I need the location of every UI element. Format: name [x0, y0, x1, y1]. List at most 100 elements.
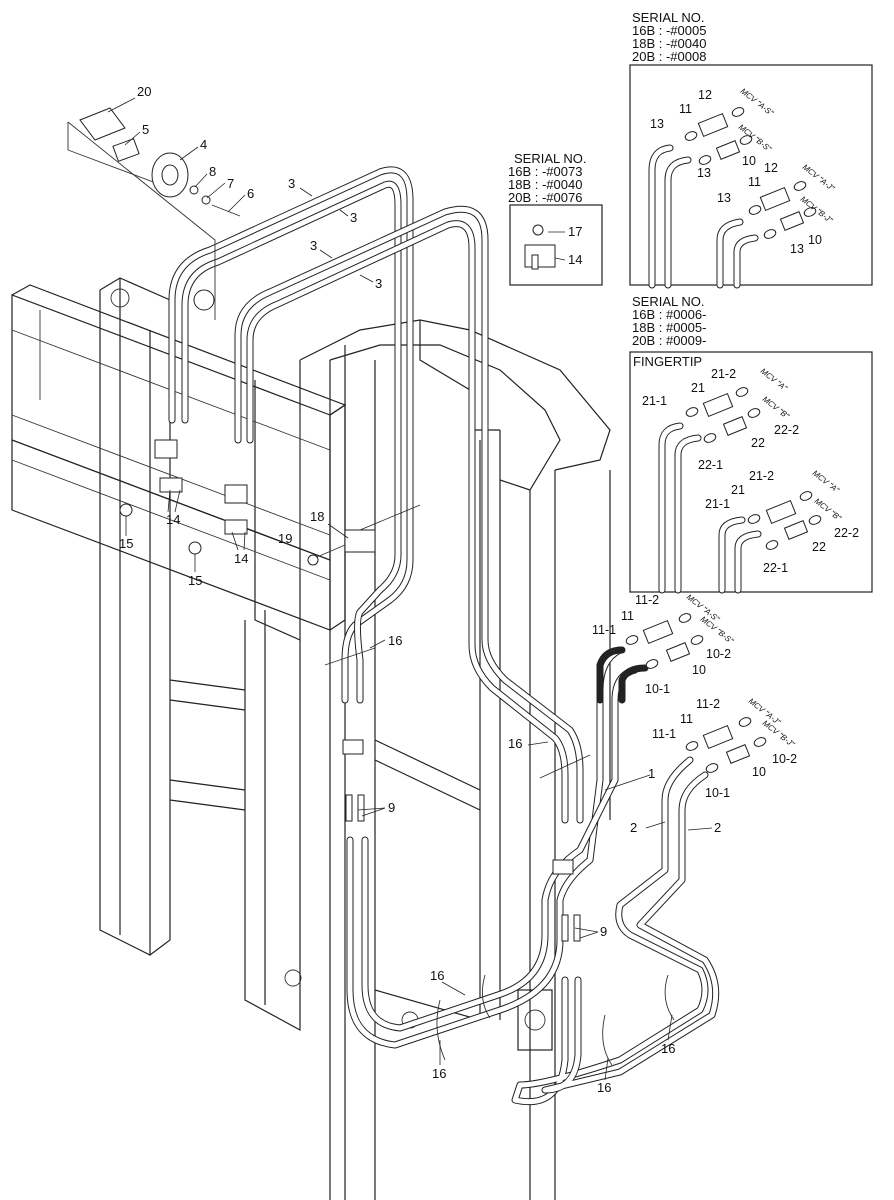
- part-label: 14: [568, 252, 582, 267]
- serial-top-title: SERIAL NO.: [632, 10, 704, 25]
- serial-mid-line: 18B : -#0040: [508, 177, 582, 192]
- part-label: 19: [278, 531, 292, 546]
- part-label: 2: [714, 820, 721, 835]
- serial-low-line: 16B : #0006-: [632, 307, 706, 322]
- part-label: 10-1: [705, 786, 730, 800]
- part-label: 11: [748, 175, 761, 189]
- part-label: 16: [597, 1080, 611, 1095]
- part-label: 22-2: [834, 526, 859, 540]
- part-label: 21: [691, 381, 705, 395]
- part-label: 21-2: [711, 367, 736, 381]
- part-label: 13: [717, 191, 731, 205]
- part-label: 22-2: [774, 423, 799, 437]
- hose-set-3: [168, 166, 584, 824]
- part-label: 3: [288, 176, 295, 191]
- part-label: 9: [388, 800, 395, 815]
- part-label: 10-1: [645, 682, 670, 696]
- hose-bands: [324, 647, 675, 1066]
- part-label: 22: [751, 436, 765, 450]
- serial-mid-line: 20B : -#0076: [508, 190, 582, 205]
- serial-top: SERIAL NO. 16B : -#0005 18B : -#0040 20B…: [632, 10, 706, 64]
- part-label: 16: [508, 736, 522, 751]
- mast-structure: [99, 277, 611, 1200]
- part-label: 4: [200, 137, 207, 152]
- part-label: 13: [650, 117, 664, 131]
- part-label: 15: [119, 536, 133, 551]
- part-label: 10-2: [706, 647, 731, 661]
- inset-box-serial-mid: [509, 204, 603, 286]
- serial-low-line: 20B : #0009-: [632, 333, 706, 348]
- part-label: 22-1: [698, 458, 723, 472]
- part-label: 16: [661, 1041, 675, 1056]
- inset-top-hoses: [648, 107, 817, 289]
- mcv-tag: MCV "A-S": [739, 86, 776, 118]
- part-label: 11-2: [696, 697, 720, 711]
- part-label: 10: [742, 154, 756, 168]
- part-label: 11-1: [652, 727, 676, 741]
- part-label: 21-1: [705, 497, 730, 511]
- part-label: 17: [568, 224, 582, 239]
- part-label: 3: [375, 276, 382, 291]
- part-label: 9: [600, 924, 607, 939]
- part-label: 6: [247, 186, 254, 201]
- part-label: 13: [790, 242, 804, 256]
- part-label: 21-2: [749, 469, 774, 483]
- part-label: 11-2: [635, 593, 659, 607]
- part-label: 16: [388, 633, 402, 648]
- part-label: 16: [432, 1066, 446, 1081]
- mcv-tag: MCV "B": [761, 394, 792, 421]
- serial-mid-title: SERIAL NO.: [514, 151, 586, 166]
- part-label: 7: [227, 176, 234, 191]
- part-label: 12: [698, 88, 712, 102]
- part-label: 3: [310, 238, 317, 253]
- mcv-tag: MCV "A-J": [801, 162, 837, 193]
- fingertip-title: FINGERTIP: [633, 354, 702, 369]
- inset-box-fingertip: [629, 351, 873, 593]
- part-label: 8: [209, 164, 216, 179]
- serial-mid: SERIAL NO. 16B : -#0073 18B : -#0040 20B…: [508, 151, 586, 205]
- clamp-18: [307, 529, 376, 566]
- serial-low-line: 18B : #0005-: [632, 320, 706, 335]
- serial-top-line: 16B : -#0005: [632, 23, 706, 38]
- serial-mid-line: 16B : -#0073: [508, 164, 582, 179]
- part-label: 13: [697, 166, 711, 180]
- inset-mid-parts: [524, 224, 556, 270]
- part-label: 18: [310, 509, 324, 524]
- part-label: 10: [808, 233, 822, 247]
- mcv-fittings-main: [596, 613, 767, 773]
- part-label: 12: [764, 161, 778, 175]
- part-label: 1: [648, 766, 655, 781]
- leader-lines: [107, 97, 713, 1081]
- part-label: 14: [234, 551, 248, 566]
- part-label: 11-1: [592, 623, 616, 637]
- mcv-tag: MCV "A": [759, 366, 790, 393]
- part-label: 11: [680, 712, 693, 726]
- tee-blocks-on-carriage: [119, 439, 248, 555]
- part-label: 15: [188, 573, 202, 588]
- pulley-assembly: [67, 107, 241, 320]
- serial-top-line: 20B : -#0008: [632, 49, 706, 64]
- inset-fingertip-hoses: [658, 387, 822, 594]
- part-label: 21-1: [642, 394, 667, 408]
- part-label: 10: [752, 765, 766, 779]
- serial-top-line: 18B : -#0040: [632, 36, 706, 51]
- part-label: 22: [812, 540, 826, 554]
- serial-low-title: SERIAL NO.: [632, 294, 704, 309]
- part-labels: 20 5 4 8 7 6 3 3 3 3 17 14 14 14 15 15 1…: [119, 84, 859, 1095]
- mcv-tag: MCV "B-J": [799, 194, 835, 225]
- part-label: 16: [430, 968, 444, 983]
- part-label: 20: [137, 84, 151, 99]
- mcv-tag: MCV "A": [811, 468, 842, 495]
- part-label: 21: [731, 483, 745, 497]
- part-label: 10-2: [772, 752, 797, 766]
- part-label: 11: [679, 102, 692, 116]
- part-label: 14: [166, 512, 180, 527]
- carriage: [11, 284, 347, 631]
- part-label: 22-1: [763, 561, 788, 575]
- serial-low: SERIAL NO. 16B : #0006- 18B : #0005- 20B…: [632, 294, 706, 348]
- part-label: 2: [630, 820, 637, 835]
- part-label: 10: [692, 663, 706, 677]
- part-label: 11: [621, 609, 634, 623]
- inset-box-serial-top: [629, 64, 873, 286]
